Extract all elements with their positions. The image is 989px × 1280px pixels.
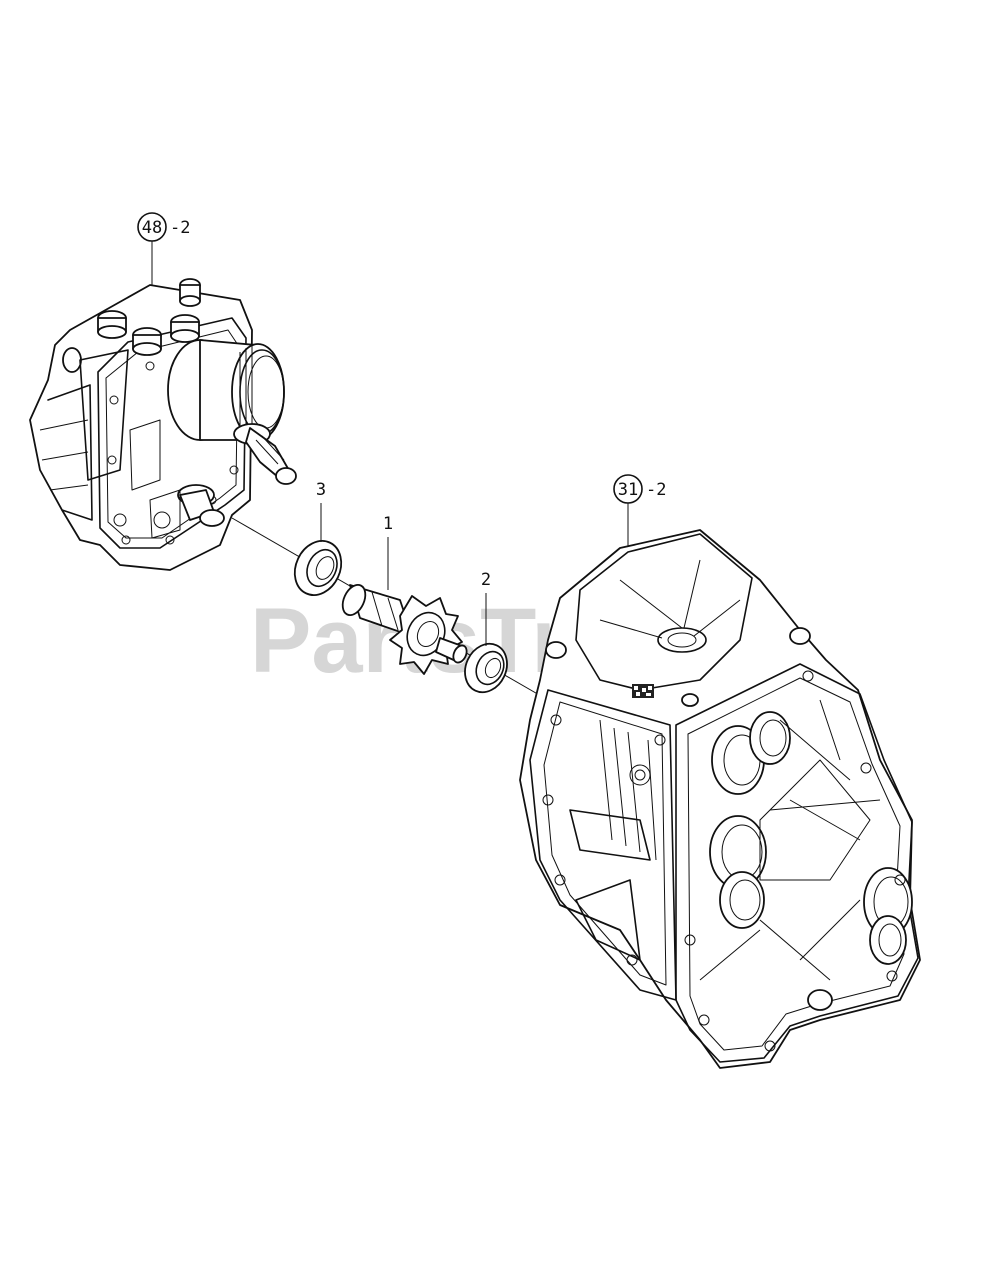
case-bores xyxy=(709,711,913,1011)
callout-ref-31: 31 -2 xyxy=(613,474,666,560)
callout-ref-31-number: 31 xyxy=(618,480,638,500)
part-3-bearing: 3 xyxy=(293,480,343,596)
transmission-case-assembly xyxy=(519,529,921,1069)
callout-part-3-number: 3 xyxy=(316,480,326,500)
callout-part-2-number: 2 xyxy=(481,570,491,590)
pump-rotor-cylinder xyxy=(167,339,297,485)
lower-shaft-stub xyxy=(177,484,225,527)
case-label-plate xyxy=(632,684,654,698)
callout-ref-48-number: 48 xyxy=(142,218,162,238)
callout-ref-48: 48 -2 xyxy=(137,212,190,286)
part-1-bevel-pinion-shaft: 1 xyxy=(341,514,468,675)
callout-part-1-number: 1 xyxy=(383,514,393,534)
part-2-bearing: 2 xyxy=(464,570,508,694)
top-bolts xyxy=(62,278,201,373)
callout-ref-31-suffix: -2 xyxy=(646,480,666,500)
pump-housing-assembly xyxy=(29,278,297,571)
callout-ref-48-suffix: -2 xyxy=(170,218,190,238)
case-flange-holes xyxy=(542,670,906,1052)
